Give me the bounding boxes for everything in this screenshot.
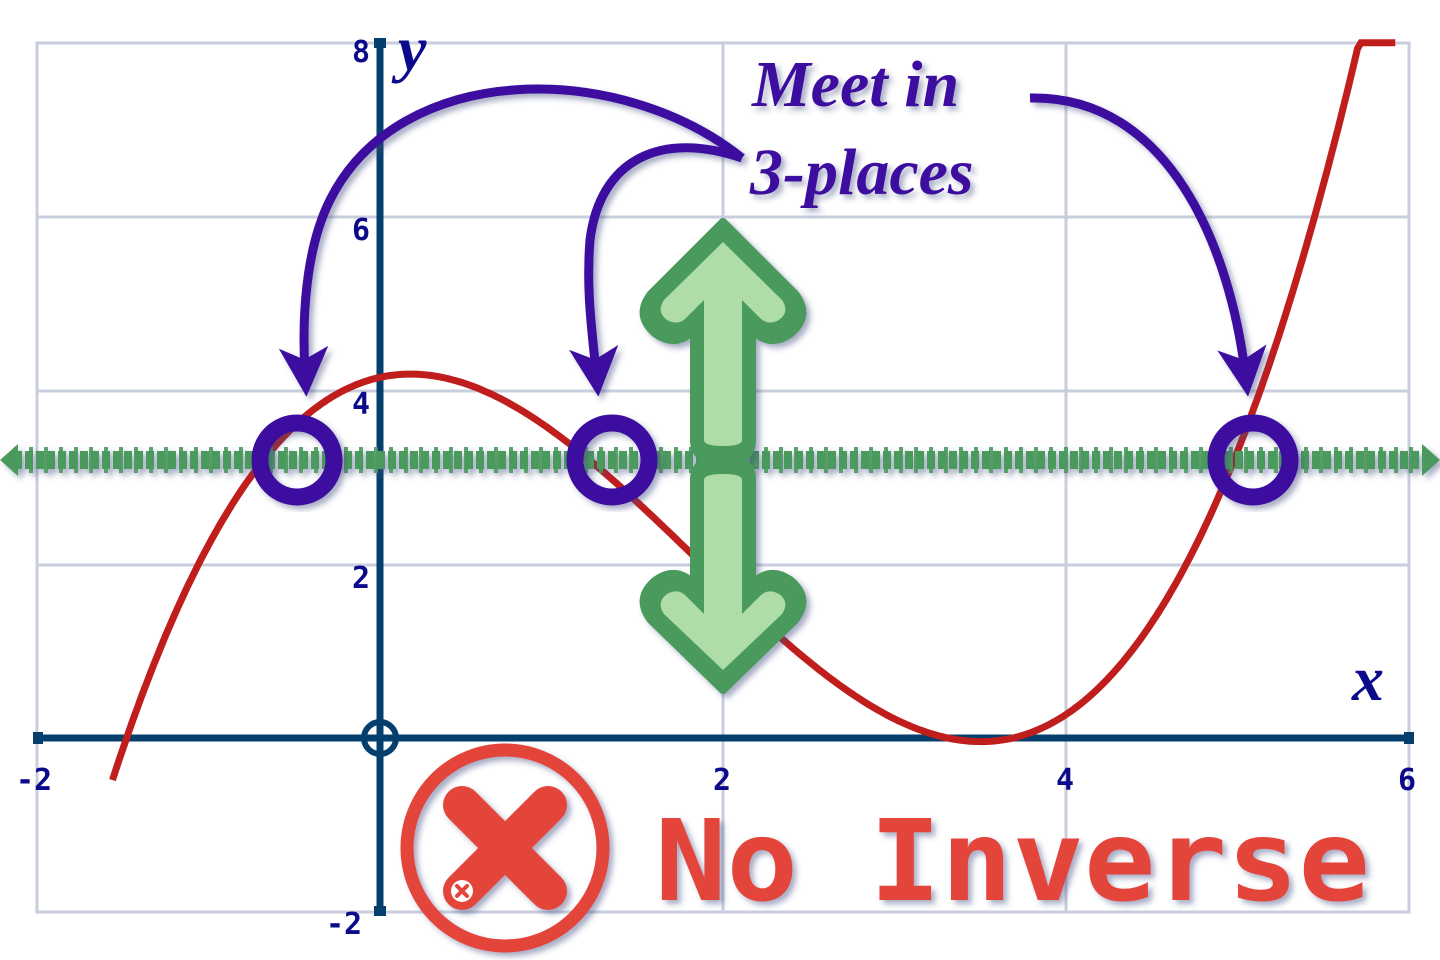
y-axis-label: y (391, 13, 427, 84)
no-inverse-label: No Inverse (655, 797, 1370, 927)
x-tick-4: 4 (1056, 763, 1074, 798)
y-tick-4: 4 (352, 387, 370, 422)
vertical-shift-arrow-icon (639, 218, 807, 694)
x-tick-2: 2 (713, 763, 731, 798)
x-axis-label: x (1351, 643, 1384, 714)
x-tick-6: 6 (1398, 763, 1416, 798)
intersection-2 (566, 414, 658, 506)
intersection-1 (251, 414, 343, 506)
axes (33, 38, 1414, 916)
callout-arrow-middle (569, 143, 744, 397)
callout-arrow-left (278, 84, 745, 397)
intersection-markers (251, 414, 1299, 506)
grid (35, 41, 1411, 914)
y-tick-6: 6 (352, 213, 370, 248)
callout-line-2: 3-places (749, 136, 974, 209)
y-tick-2: 2 (352, 561, 370, 596)
x-tick-neg2: -2 (16, 763, 52, 798)
right-arrowhead-icon (1422, 444, 1440, 476)
tick-labels: 8 6 4 2 -2 -2 2 4 6 (16, 35, 1416, 942)
x-mark-icon (443, 786, 567, 910)
left-arrowhead-icon (0, 444, 18, 476)
callout-line-1: Meet in (751, 48, 959, 121)
no-inverse-circle (400, 743, 610, 953)
y-tick-neg2: -2 (326, 907, 362, 942)
no-inverse-badge: No Inverse (400, 743, 1370, 953)
callout-arrow-right (1029, 93, 1267, 397)
y-tick-8: 8 (352, 35, 370, 70)
origin-marker (361, 719, 399, 757)
intersection-3 (1207, 414, 1299, 506)
callout-arrows (278, 84, 1267, 397)
